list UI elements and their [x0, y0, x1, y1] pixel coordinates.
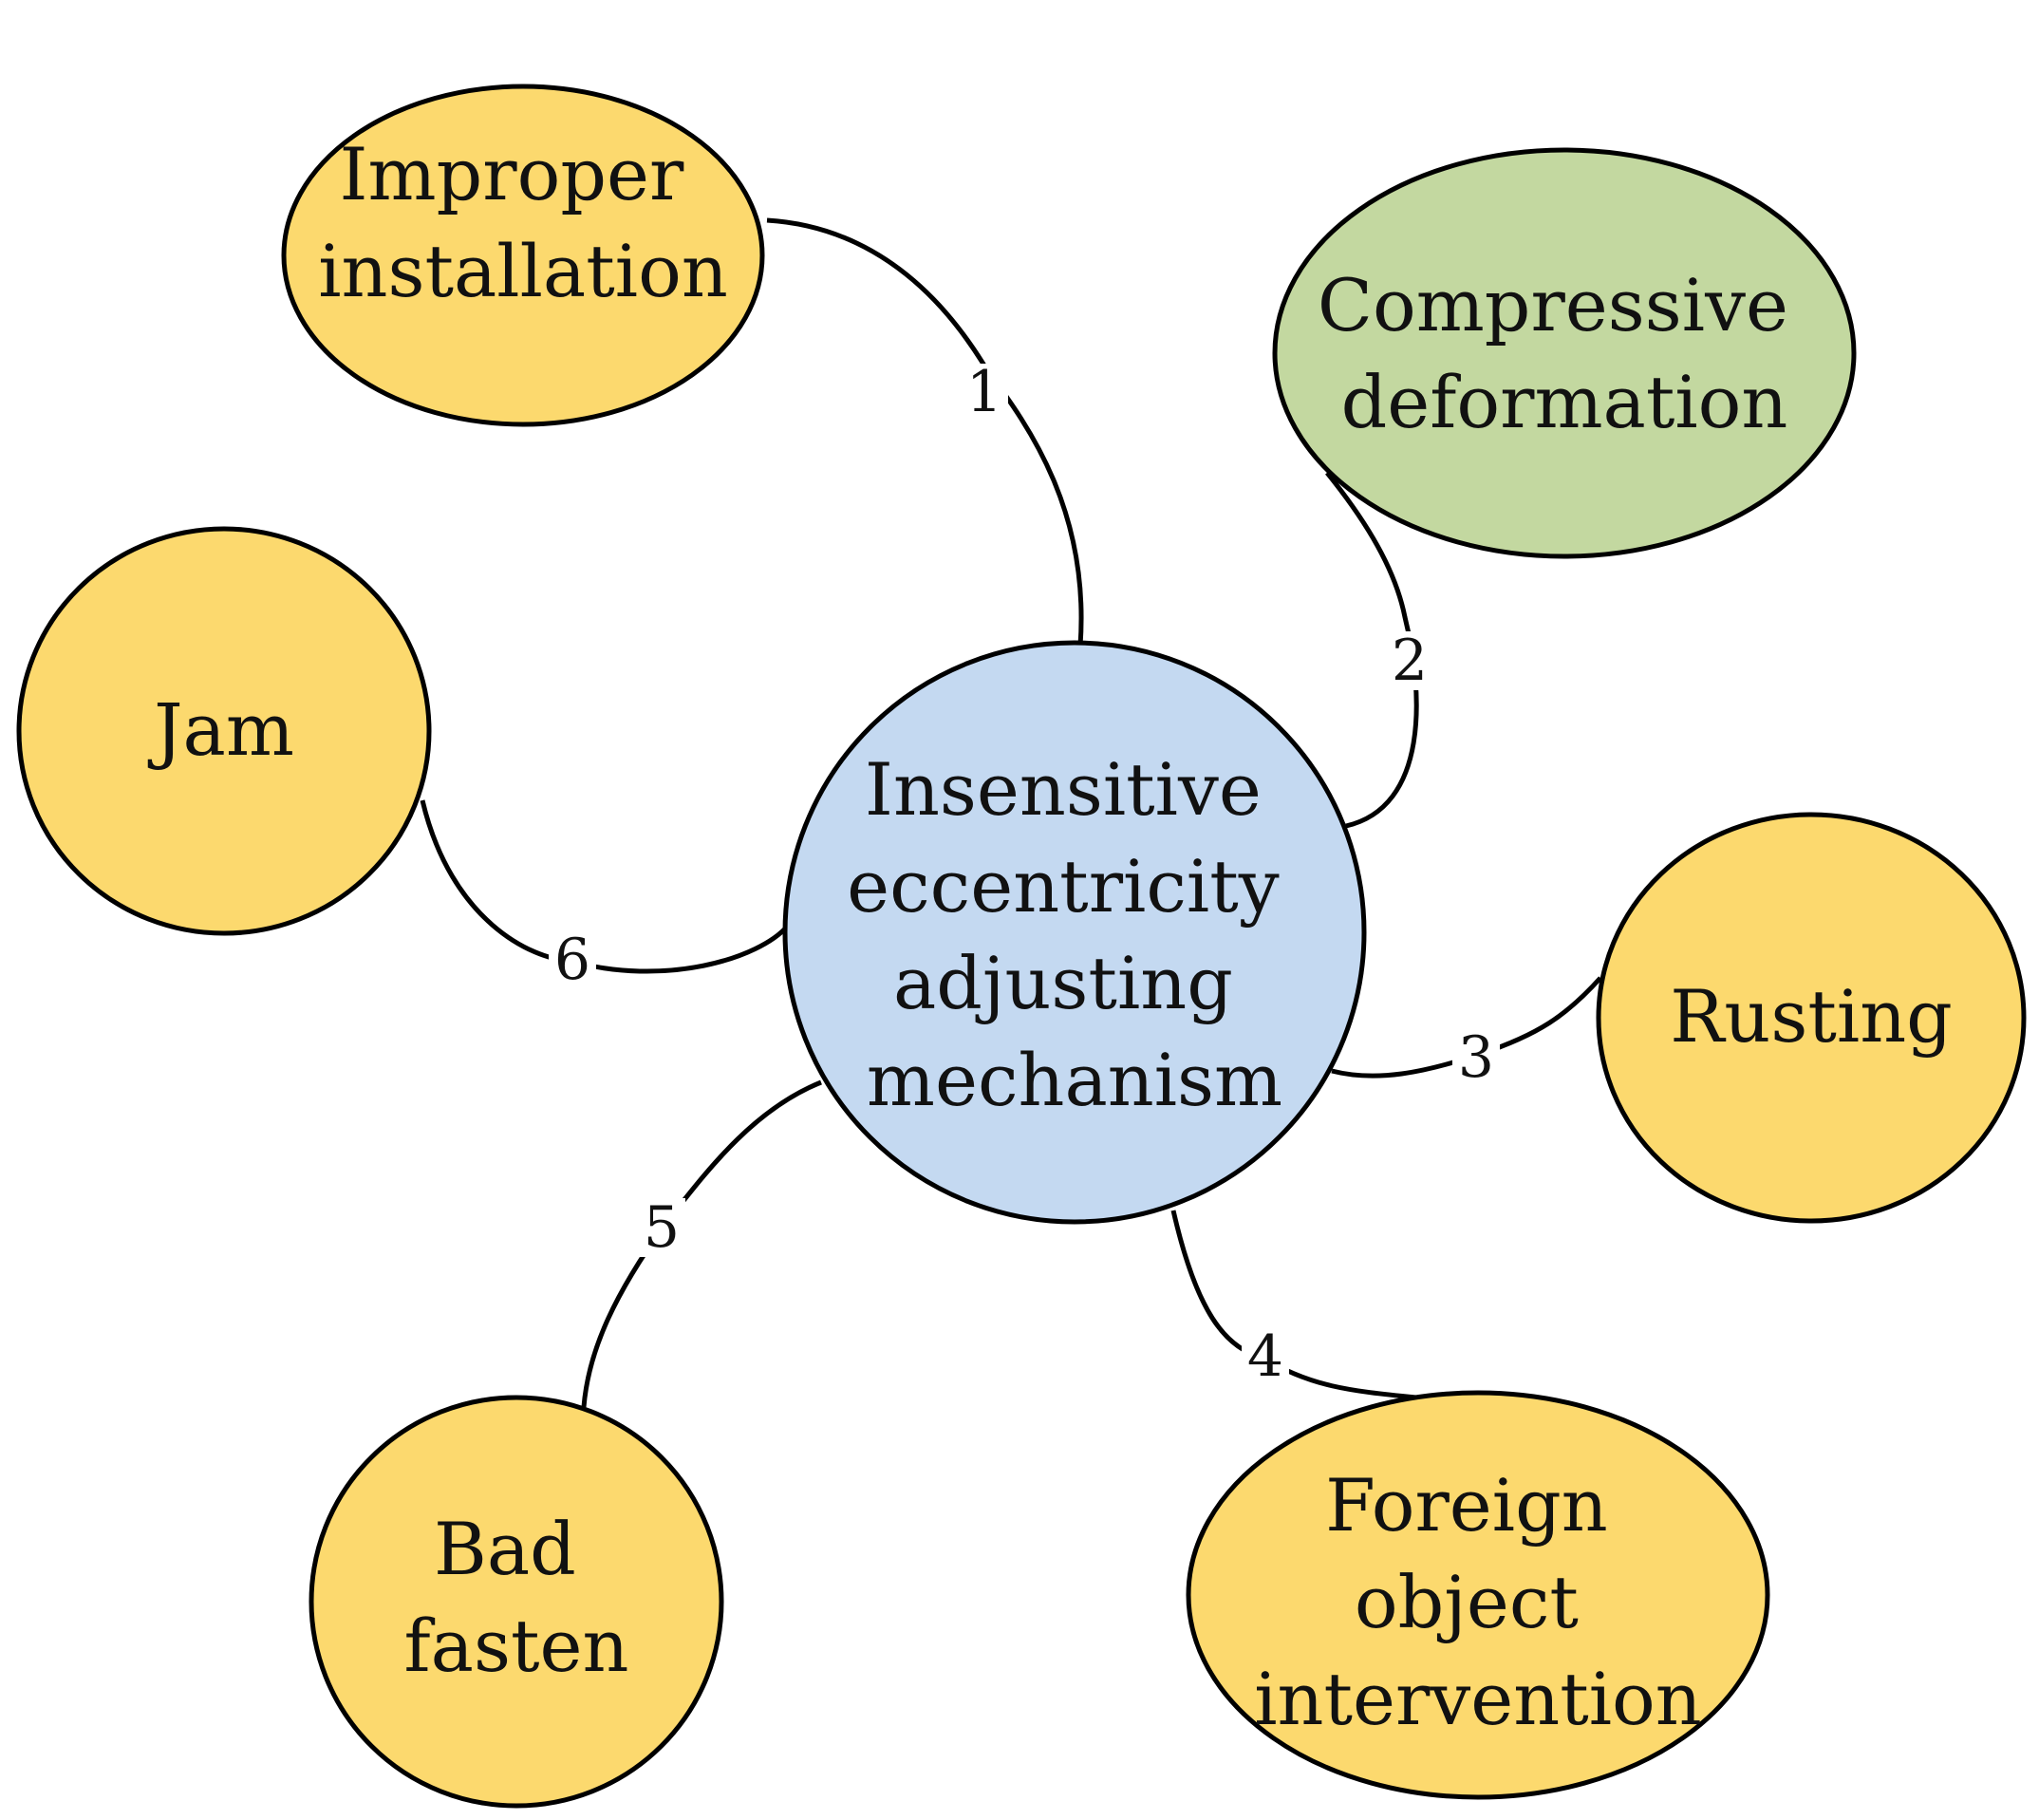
node-improper-installation: Improper installation: [281, 84, 765, 427]
node-compressive-deformation-shape: [1272, 147, 1857, 559]
node-improper-installation-shape: [281, 84, 765, 427]
node-center-shape: [782, 640, 1367, 1225]
node-center-label: Insensitive eccentricity adjusting mecha…: [847, 747, 1302, 1122]
node-bad-fasten-label: Bad fasten: [404, 1507, 629, 1688]
connector-label-3: 3: [1452, 1024, 1500, 1091]
connector-5: [581, 1079, 822, 1408]
node-rusting: Rusting: [1596, 812, 2027, 1224]
connector-label-2: 2: [1386, 628, 1433, 694]
node-rusting-shape: [1596, 812, 2027, 1224]
node-foreign-object-intervention: Foreign object intervention: [1186, 1390, 1770, 1800]
connector-label-6: 6: [549, 927, 596, 993]
connector-6: [420, 799, 790, 974]
connector-label-4: 4: [1242, 1323, 1289, 1390]
connector-label-5: 5: [638, 1194, 685, 1261]
node-bad-fasten: Bad fasten: [309, 1395, 724, 1809]
connector-label-text-1: 1: [966, 359, 1002, 425]
connector-label-text-2: 2: [1392, 628, 1428, 694]
connector-label-1: 1: [961, 359, 1008, 425]
connector-labels: 1 2 3 4 5 6: [549, 359, 1500, 1390]
connector-label-text-5: 5: [644, 1194, 680, 1261]
node-jam-shape: [16, 526, 432, 936]
node-foreign-object-intervention-label: Foreign object intervention: [1254, 1463, 1702, 1741]
node-center: Insensitive eccentricity adjusting mecha…: [782, 640, 1367, 1225]
connector-4: [1170, 1210, 1417, 1400]
connector-label-text-3: 3: [1458, 1024, 1494, 1091]
connector-2: [1325, 471, 1419, 829]
node-compressive-deformation: Compressive deformation: [1272, 147, 1857, 559]
connector-1: [766, 217, 1084, 647]
node-foreign-object-intervention-shape: [1186, 1390, 1770, 1800]
connector-label-text-6: 6: [554, 927, 590, 993]
node-rusting-label: Rusting: [1670, 974, 1953, 1059]
node-jam: Jam: [16, 526, 432, 936]
node-bad-fasten-shape: [309, 1395, 724, 1809]
node-jam-label: Jam: [147, 687, 294, 772]
connector-label-text-4: 4: [1247, 1323, 1283, 1390]
node-compressive-deformation-label: Compressive deformation: [1318, 263, 1811, 444]
node-improper-installation-label: Improper installation: [318, 132, 728, 313]
